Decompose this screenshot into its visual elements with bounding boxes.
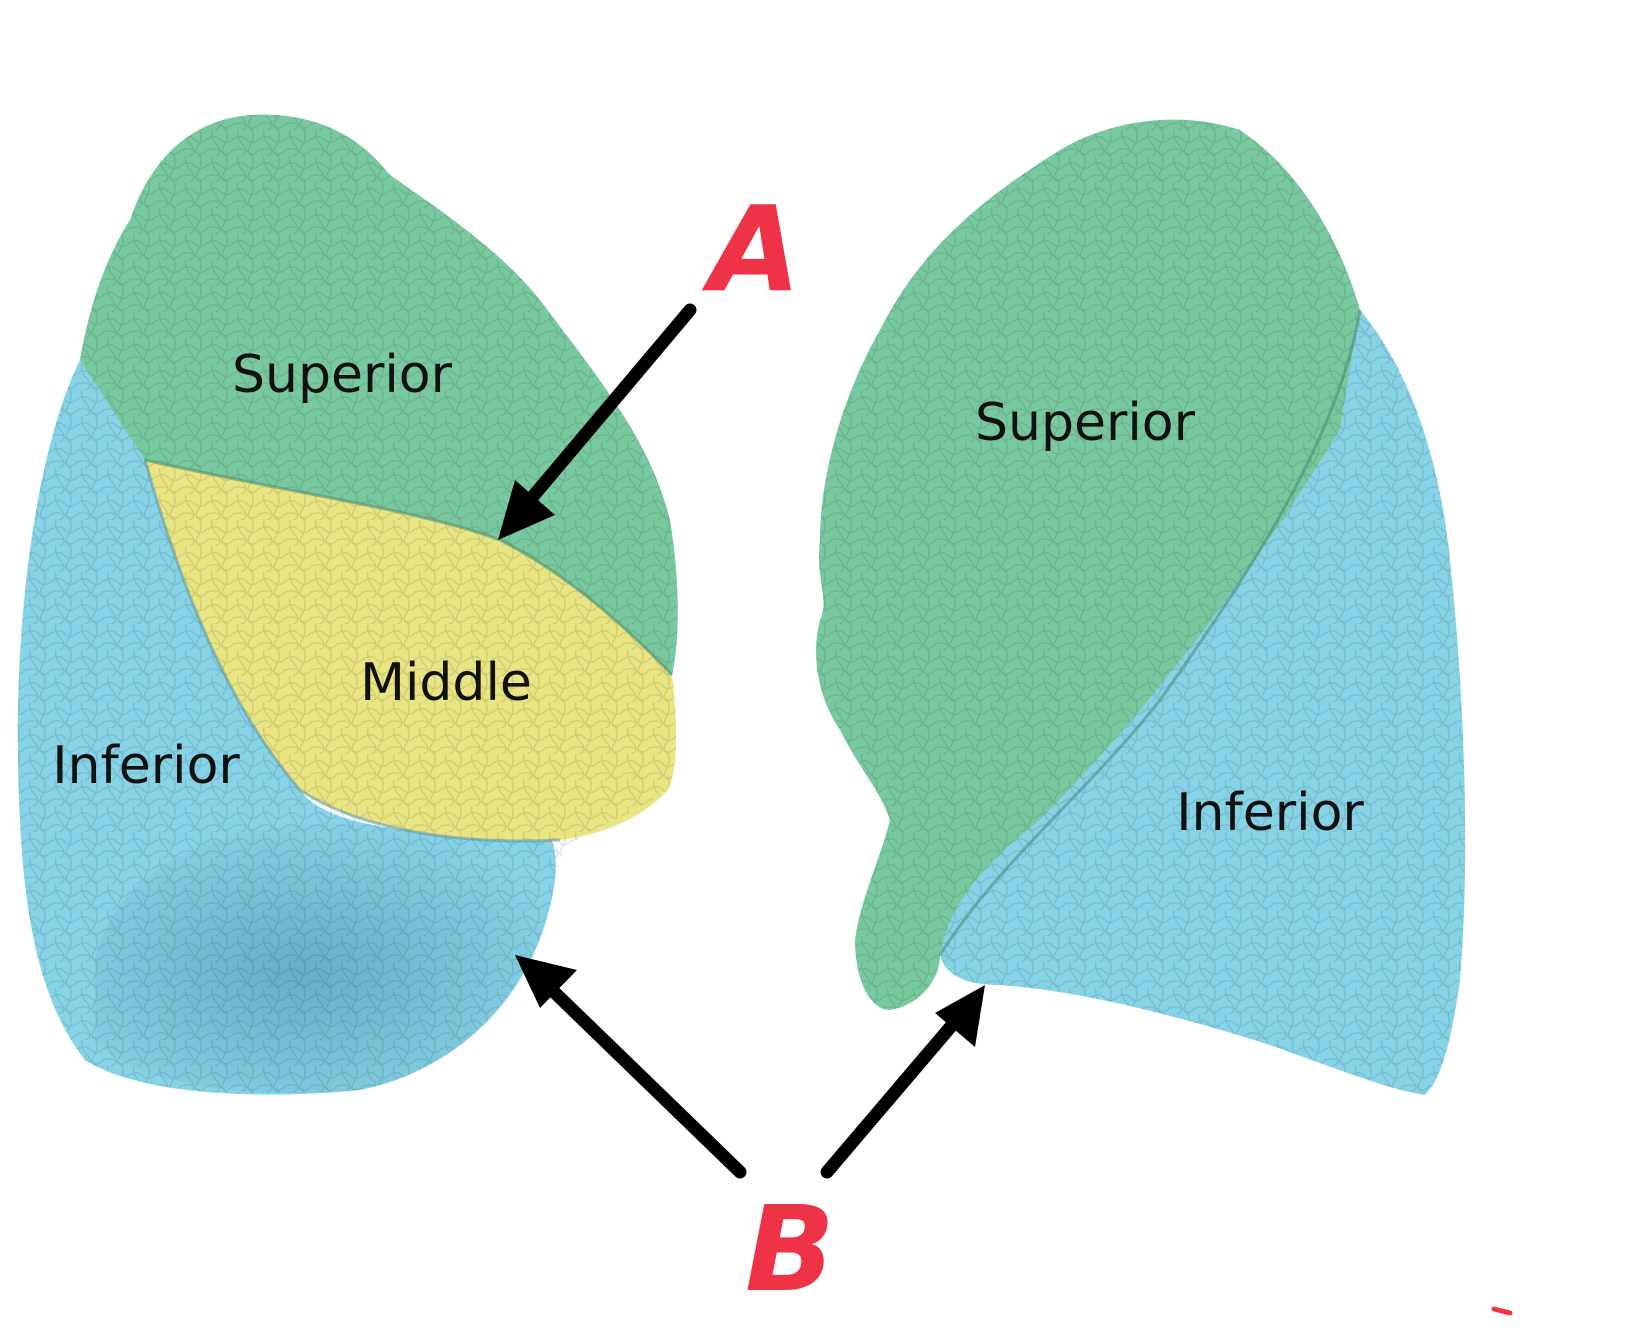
left-lung: [816, 119, 1466, 1095]
left-inferior-label: Inferior: [1176, 783, 1364, 843]
right-lung: [17, 114, 678, 1095]
right-lung-texture: [17, 114, 678, 1095]
right-superior-label: Superior: [232, 345, 453, 405]
left-superior-label: Superior: [975, 393, 1196, 453]
arrow-a: [498, 303, 697, 540]
right-inferior-label: Inferior: [52, 736, 240, 796]
arrow-b-left: [515, 955, 747, 1179]
stray-mark: [1491, 1306, 1513, 1316]
right-middle-label: Middle: [360, 653, 532, 713]
arrow-b-right: [820, 985, 985, 1179]
left-lung-texture: [816, 119, 1466, 1095]
marker-a: A: [701, 180, 800, 318]
marker-b: B: [745, 1180, 835, 1318]
